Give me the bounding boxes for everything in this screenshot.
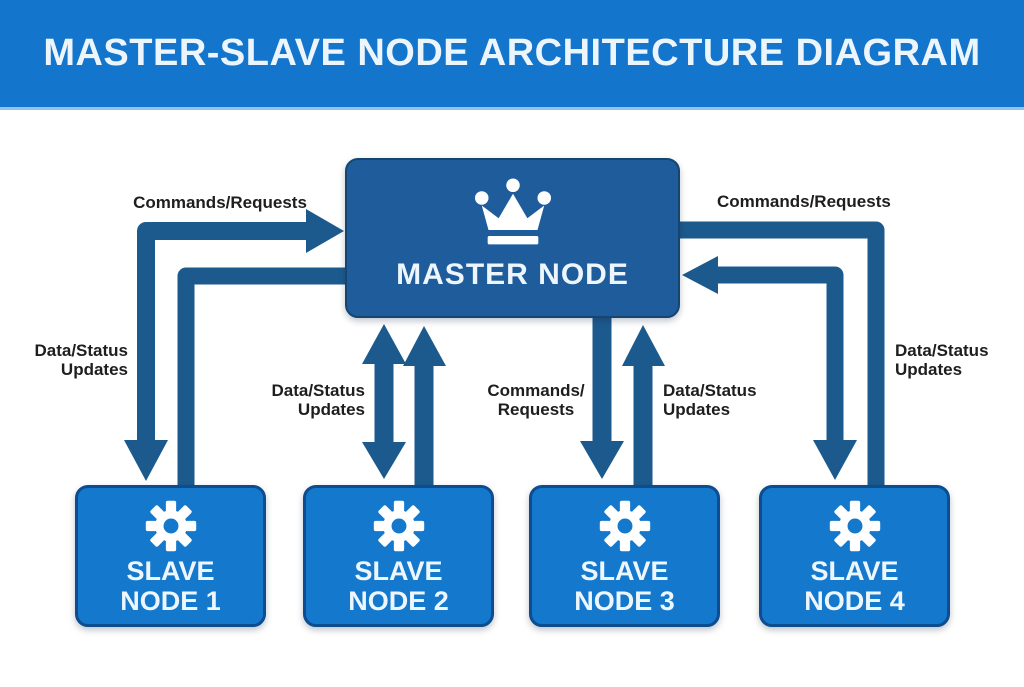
edge-label-data-status-mid-right: Data/Status Updates	[663, 381, 757, 419]
edge-label-data-status-mid-left: Data/Status Updates	[271, 381, 365, 419]
gear-icon	[145, 500, 196, 552]
arrow-left-commands-data	[124, 209, 344, 481]
crown-icon	[474, 178, 551, 245]
arrow-right-commands-data	[682, 256, 857, 480]
diagram-title: MASTER-SLAVE NODE ARCHITECTURE DIAGRAM	[43, 32, 981, 74]
edge-label-data-status-far-left: Data/Status Updates	[34, 341, 128, 379]
edge-label-data-status-far-right: Data/Status Updates	[895, 341, 989, 379]
arrow-slave3-to-master	[622, 325, 665, 486]
slave-node-2-box: SLAVE NODE 2	[303, 485, 494, 627]
gear-icon	[373, 500, 424, 552]
edge-label-commands-requests-right: Commands/Requests	[717, 192, 891, 211]
edge-label-commands-requests-mid: Commands/ Requests	[487, 381, 585, 419]
connector-master-to-slave4	[678, 221, 885, 487]
slave-node-3-box: SLAVE NODE 3	[529, 485, 720, 627]
arrow-master-to-slave3	[580, 318, 624, 479]
slave-node-3-label: SLAVE NODE 3	[574, 556, 675, 616]
slave-node-4-box: SLAVE NODE 4	[759, 485, 950, 627]
slave-node-2-label: SLAVE NODE 2	[348, 556, 449, 616]
master-node-label: MASTER NODE	[396, 258, 629, 291]
master-node-box: MASTER NODE	[345, 158, 680, 318]
connector-slave1-to-master	[177, 267, 346, 487]
slave-node-4-label: SLAVE NODE 4	[804, 556, 905, 616]
arrow-master-slave2-bidirectional	[362, 324, 406, 479]
gear-icon	[599, 500, 650, 552]
header-banner: MASTER-SLAVE NODE ARCHITECTURE DIAGRAM	[0, 0, 1024, 110]
arrow-slave2-to-master	[403, 326, 446, 486]
slave-node-1-label: SLAVE NODE 1	[120, 556, 221, 616]
edge-label-commands-requests-left: Commands/Requests	[133, 193, 307, 212]
slave-node-1-box: SLAVE NODE 1	[75, 485, 266, 627]
gear-icon	[829, 500, 880, 552]
